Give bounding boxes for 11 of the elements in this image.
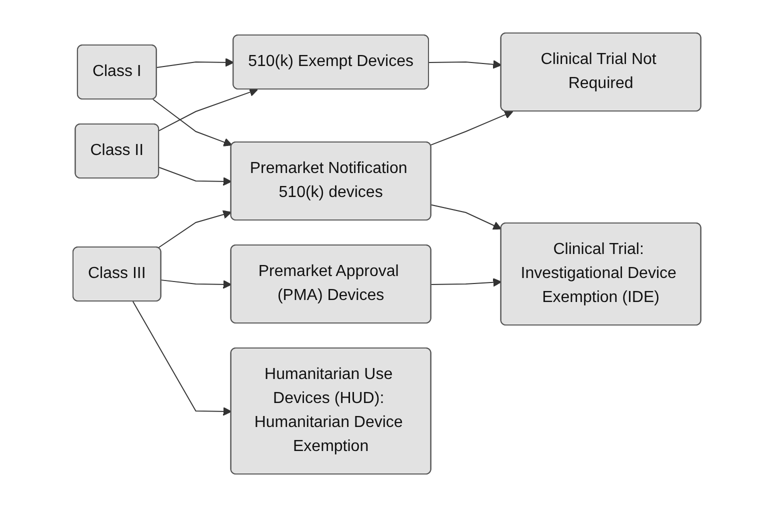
arrow	[158, 166, 232, 186]
arrow	[430, 278, 502, 287]
arrow	[156, 58, 234, 68]
arrow	[152, 98, 232, 146]
arrow	[132, 301, 232, 416]
arrow	[428, 60, 502, 69]
arrow	[157, 210, 232, 248]
arrow	[160, 280, 232, 289]
arrow	[158, 88, 258, 132]
arrow	[430, 110, 513, 146]
arrow	[430, 204, 502, 230]
